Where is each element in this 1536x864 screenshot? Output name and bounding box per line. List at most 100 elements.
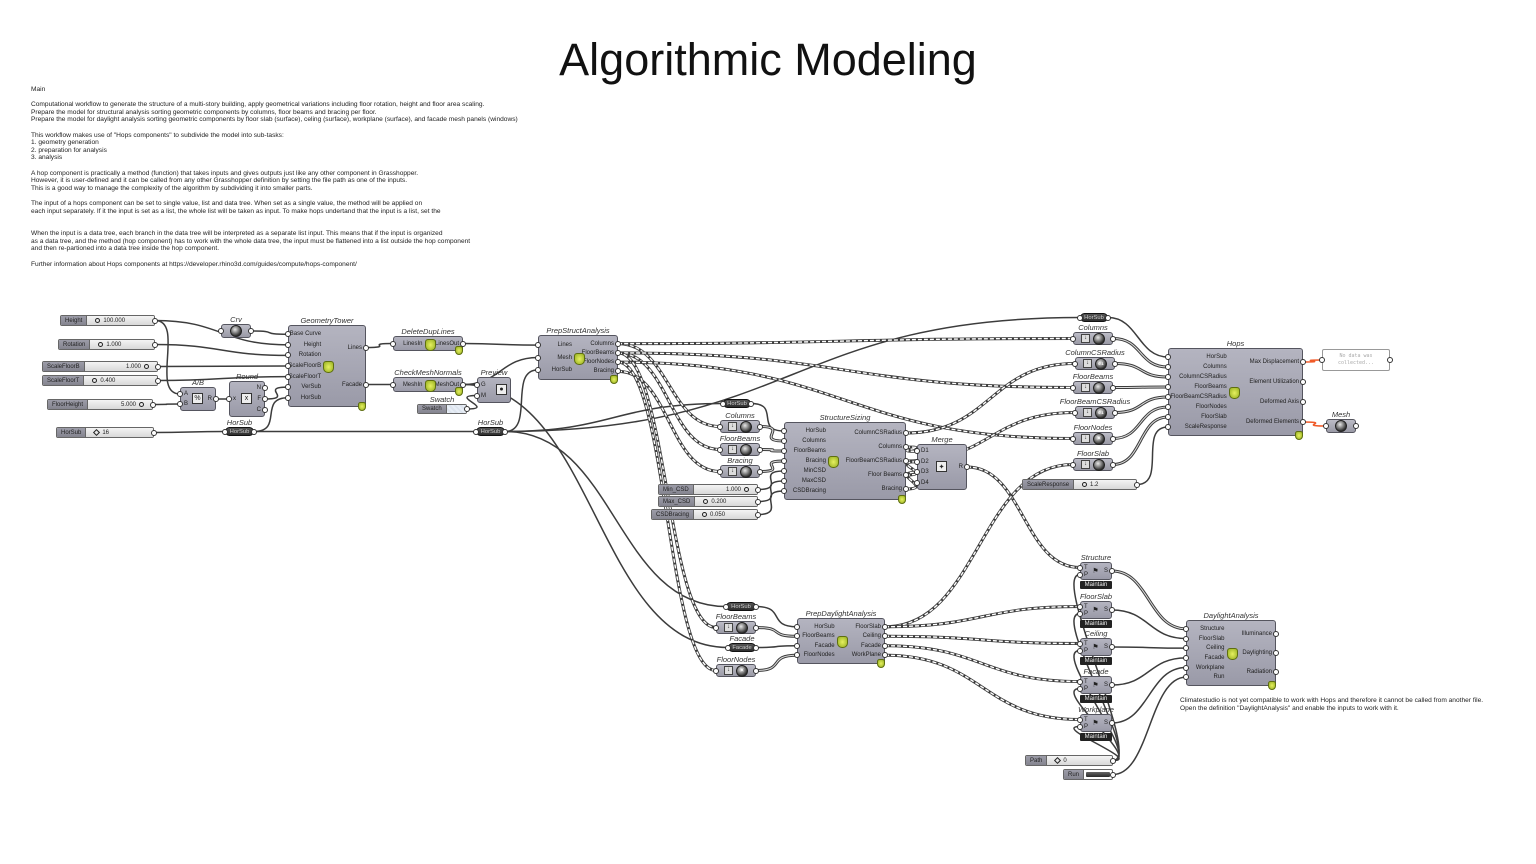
input-port[interactable] — [473, 428, 479, 435]
bracing-param[interactable]: ↓ — [720, 465, 760, 478]
input-port[interactable] — [713, 624, 719, 631]
slider-grip[interactable] — [703, 499, 709, 504]
slider-grip[interactable] — [139, 402, 144, 407]
output-port[interactable] — [155, 363, 161, 370]
horsub-relay[interactable]: HorSub — [1080, 313, 1108, 322]
input-port[interactable] — [535, 342, 541, 349]
input-port[interactable] — [1165, 354, 1171, 360]
input-port[interactable] — [717, 423, 723, 430]
output-port[interactable] — [882, 642, 888, 649]
input-port[interactable] — [781, 428, 787, 434]
swatch-color[interactable] — [446, 405, 466, 413]
swatch-param[interactable]: Swatch — [417, 404, 467, 414]
input-port[interactable] — [1077, 571, 1083, 578]
floornodes-param[interactable]: ↓× — [716, 664, 756, 677]
slider-track[interactable]: 1.2 — [1074, 480, 1136, 489]
output-port[interactable] — [755, 498, 761, 505]
slider-grip[interactable] — [95, 318, 101, 323]
output-port[interactable] — [1109, 720, 1115, 726]
output-port[interactable] — [903, 472, 909, 478]
input-port[interactable] — [713, 667, 719, 674]
slider-grip[interactable] — [1054, 756, 1062, 765]
input-port[interactable] — [177, 391, 183, 397]
output-port[interactable] — [1300, 379, 1306, 385]
facade-relay[interactable]: Facade — [728, 643, 756, 652]
output-port[interactable] — [251, 428, 257, 435]
input-port[interactable] — [1077, 314, 1083, 321]
input-port[interactable] — [226, 396, 232, 402]
columncsradius-param[interactable]: ↓0.1 — [1075, 357, 1115, 370]
input-port[interactable] — [1165, 374, 1171, 380]
output-port[interactable] — [903, 444, 909, 450]
input-port[interactable] — [1077, 678, 1083, 685]
horsub-relay[interactable]: HorSub — [476, 427, 505, 436]
input-port[interactable] — [1077, 640, 1083, 647]
input-port[interactable] — [474, 381, 480, 388]
output-port[interactable] — [882, 633, 888, 640]
input-port[interactable] — [1077, 685, 1083, 692]
floorslab-param[interactable]: ↓ — [1073, 458, 1113, 471]
output-port[interactable] — [213, 396, 219, 402]
input-port[interactable] — [1070, 384, 1076, 391]
output-port[interactable] — [262, 396, 268, 402]
input-port[interactable] — [914, 448, 920, 455]
output-port[interactable] — [615, 349, 621, 356]
input-port[interactable] — [1165, 394, 1171, 400]
output-port[interactable] — [150, 401, 156, 408]
output-port[interactable] — [757, 423, 763, 430]
output-port[interactable] — [155, 377, 161, 384]
input-port[interactable] — [717, 468, 723, 475]
toggle-switch[interactable] — [1086, 772, 1110, 777]
output-port[interactable] — [1273, 650, 1279, 656]
horsub-relay[interactable]: HorSub — [723, 399, 751, 408]
output-port[interactable] — [1109, 607, 1115, 613]
input-port[interactable] — [285, 352, 291, 359]
output-port[interactable] — [1109, 568, 1115, 574]
slider-grip[interactable] — [92, 378, 98, 383]
output-port[interactable] — [903, 430, 909, 436]
output-port[interactable] — [1110, 435, 1116, 442]
input-port[interactable] — [1319, 357, 1325, 363]
slider-track[interactable]: 1.000 — [693, 485, 757, 494]
output-port[interactable] — [753, 644, 759, 651]
output-port[interactable] — [1300, 399, 1306, 405]
output-port[interactable] — [1300, 359, 1306, 365]
output-port[interactable] — [363, 381, 369, 388]
input-port[interactable] — [1077, 603, 1083, 610]
output-port[interactable] — [460, 340, 466, 347]
output-port[interactable] — [753, 603, 759, 610]
input-port[interactable] — [177, 401, 183, 407]
floorbeams-param[interactable]: ↓ — [720, 443, 760, 456]
output-port[interactable] — [1300, 419, 1306, 425]
slider-track[interactable]: 0 — [1047, 756, 1112, 765]
input-port[interactable] — [1165, 424, 1171, 430]
horsub-relay[interactable]: HorSub — [726, 602, 756, 611]
input-port[interactable] — [535, 354, 541, 361]
output-port[interactable] — [1353, 423, 1359, 429]
input-port[interactable] — [285, 384, 291, 391]
input-port[interactable] — [1070, 461, 1076, 468]
input-port[interactable] — [914, 479, 920, 486]
slider-track[interactable]: 16 — [86, 428, 153, 437]
output-port[interactable] — [1134, 481, 1140, 488]
output-port[interactable] — [903, 458, 909, 464]
input-port[interactable] — [1183, 635, 1189, 642]
structuresizing-component[interactable] — [784, 422, 906, 500]
input-port[interactable] — [725, 644, 731, 651]
input-port[interactable] — [285, 363, 291, 369]
output-port[interactable] — [757, 468, 763, 475]
output-port[interactable] — [1273, 669, 1279, 676]
input-port[interactable] — [1077, 564, 1083, 571]
output-port[interactable] — [1387, 357, 1393, 363]
horsub-relay[interactable]: HorSub — [225, 427, 254, 436]
output-port[interactable] — [757, 446, 763, 453]
slider-grip[interactable] — [1082, 482, 1088, 487]
output-port[interactable] — [1110, 335, 1116, 342]
output-port[interactable] — [882, 652, 888, 659]
